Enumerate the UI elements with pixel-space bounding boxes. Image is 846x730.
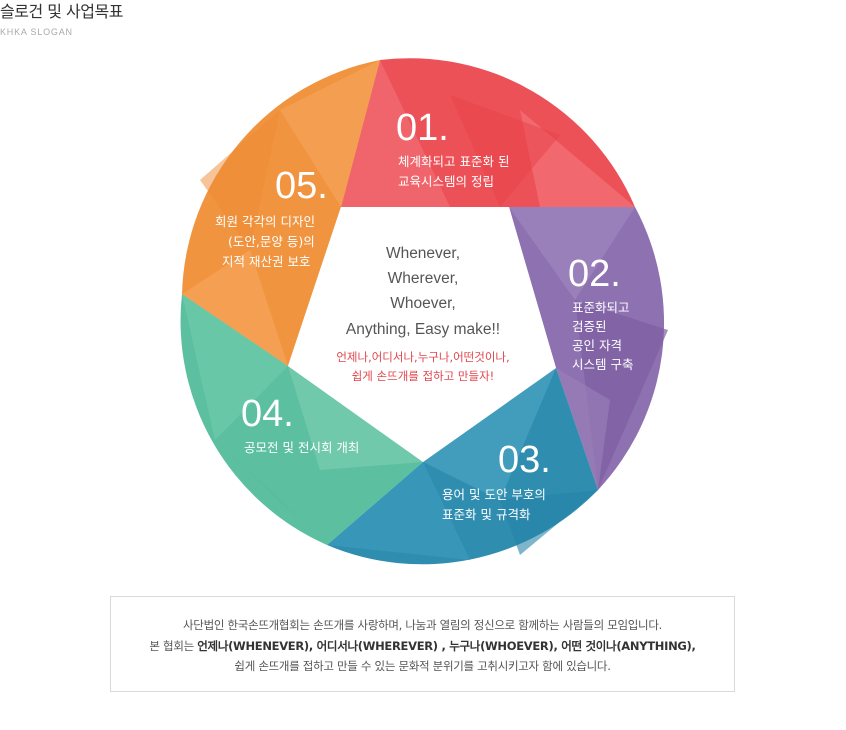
segment-01: 01. 체계화되고 표준화 된 교육시스템의 정립: [341, 58, 635, 207]
segment-02-line-4: 시스템 구축: [572, 357, 633, 372]
segment-05: 05. 회원 각각의 디자인 (도안,문양 등)의 지적 재산권 보호: [182, 60, 380, 366]
segment-03-line-1: 용어 및 도안 부호의: [442, 487, 546, 502]
center-pentagon: Whenever, Wherever, Whoever, Anything, E…: [288, 207, 556, 462]
info-line-1: 사단법인 한국손뜨개협회는 손뜨개를 사랑하며, 나눔과 열림의 정신으로 함께…: [183, 618, 662, 632]
association-info-box: 사단법인 한국손뜨개협회는 손뜨개를 사랑하며, 나눔과 열림의 정신으로 함께…: [110, 596, 735, 692]
segment-03: 03. 용어 및 도안 부호의 표준화 및 규격화: [327, 368, 598, 565]
segment-01-line-2: 교육시스템의 정립: [398, 174, 494, 189]
center-en-line-4: Anything, Easy make!!: [346, 321, 500, 338]
info-line-2-prefix: 본 협회는: [149, 638, 198, 653]
segment-05-line-2: (도안,문양 등)의: [228, 234, 315, 249]
info-line-2: 본 협회는 언제나(WHENEVER), 어디서나(WHEREVER) , 누구…: [111, 636, 734, 657]
center-en-line-2: Wherever,: [388, 270, 459, 287]
page-title: 슬로건 및 사업목표: [0, 2, 123, 21]
segment-04-number: 04.: [241, 393, 294, 435]
segment-04: 04. 공모전 및 전시회 개최: [180, 294, 423, 545]
info-line-2-bold: 언제나(WHENEVER), 어디서나(WHEREVER) , 누구나(WHOE…: [197, 638, 696, 653]
center-en-line-1: Whenever,: [386, 245, 460, 262]
page-subtitle: KHKA SLOGAN: [0, 27, 73, 37]
segment-01-line-1: 체계화되고 표준화 된: [398, 154, 509, 169]
slogan-wheel: 01. 체계화되고 표준화 된 교육시스템의 정립 02. 표준화되고 검증된 …: [180, 58, 668, 565]
segment-02-number: 02.: [568, 253, 621, 295]
info-line-3: 쉽게 손뜨개를 접하고 만들 수 있는 문화적 분위기를 고취시키고자 함에 있…: [234, 659, 611, 673]
segment-02: 02. 표준화되고 검증된 공인 자격 시스템 구축: [509, 207, 668, 490]
center-ko-line-2: 쉽게 손뜨개를 접하고 만들자!: [352, 369, 495, 383]
segment-02-line-2: 검증된: [572, 319, 607, 334]
segment-02-line-3: 공인 자격: [572, 338, 622, 353]
segment-04-line-1: 공모전 및 전시회 개최: [244, 440, 359, 455]
center-ko-line-1: 언제나,어디서나,누구나,어떤것이나,: [336, 350, 509, 364]
segment-05-line-1: 회원 각각의 디자인: [215, 214, 315, 229]
segment-01-number: 01.: [396, 107, 449, 149]
segment-03-number: 03.: [498, 439, 551, 481]
segment-05-line-3: 지적 재산권 보호: [222, 254, 310, 269]
center-en-line-3: Whoever,: [390, 295, 455, 312]
segment-05-number: 05.: [275, 165, 328, 207]
segment-03-line-2: 표준화 및 규격화: [442, 507, 531, 522]
segment-02-line-1: 표준화되고: [572, 300, 630, 315]
